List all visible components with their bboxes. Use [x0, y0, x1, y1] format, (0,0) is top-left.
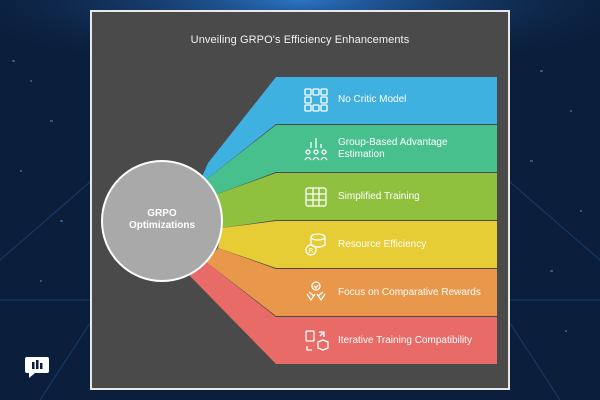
reward-compare-icon [306, 281, 326, 302]
band-1 [276, 77, 497, 124]
connector-1 [198, 77, 276, 186]
band-5 [276, 269, 497, 316]
connector-4 [218, 221, 276, 268]
band-label-comparative-rewards: Focus on Comparative Rewards [338, 287, 481, 298]
band-2 [276, 125, 497, 172]
band-label-group-based-advantage: Group-Based Advantage Estimation [338, 137, 488, 161]
hub-label-line2: Optimizations [128, 220, 196, 231]
band-label-iterative-training: Iterative Training Compatibility [338, 335, 472, 346]
band-4 [276, 221, 497, 268]
table-icon [305, 187, 327, 207]
hub-circle [101, 160, 223, 282]
nodes-grid-icon [304, 88, 328, 112]
svg-text:R: R [309, 247, 314, 255]
connector-5 [206, 248, 276, 316]
hub-label-line1: GRPO [147, 208, 177, 219]
band-3 [276, 173, 497, 220]
cycle-cube-icon [305, 330, 329, 351]
band-label-resource-efficiency: Resource Efficiency [338, 239, 427, 250]
connector-2 [198, 125, 276, 196]
band-6 [276, 317, 497, 364]
hub-label: GRPO Optimizations [102, 208, 222, 232]
database-gear-icon: R [305, 233, 326, 256]
chat-logo-icon [25, 357, 49, 378]
band-label-simplified-training: Simplified Training [338, 191, 420, 202]
connector-6 [186, 262, 276, 364]
band-label-group-based-line1: Group-Based Advantage [338, 137, 448, 148]
band-label-group-based-line2: Estimation [338, 149, 385, 160]
diagram-title: Unveiling GRPO's Efficiency Enhancements [190, 34, 410, 46]
band-label-no-critic-model: No Critic Model [338, 94, 407, 105]
group-chart-icon [304, 138, 328, 161]
connector-3 [212, 173, 276, 228]
